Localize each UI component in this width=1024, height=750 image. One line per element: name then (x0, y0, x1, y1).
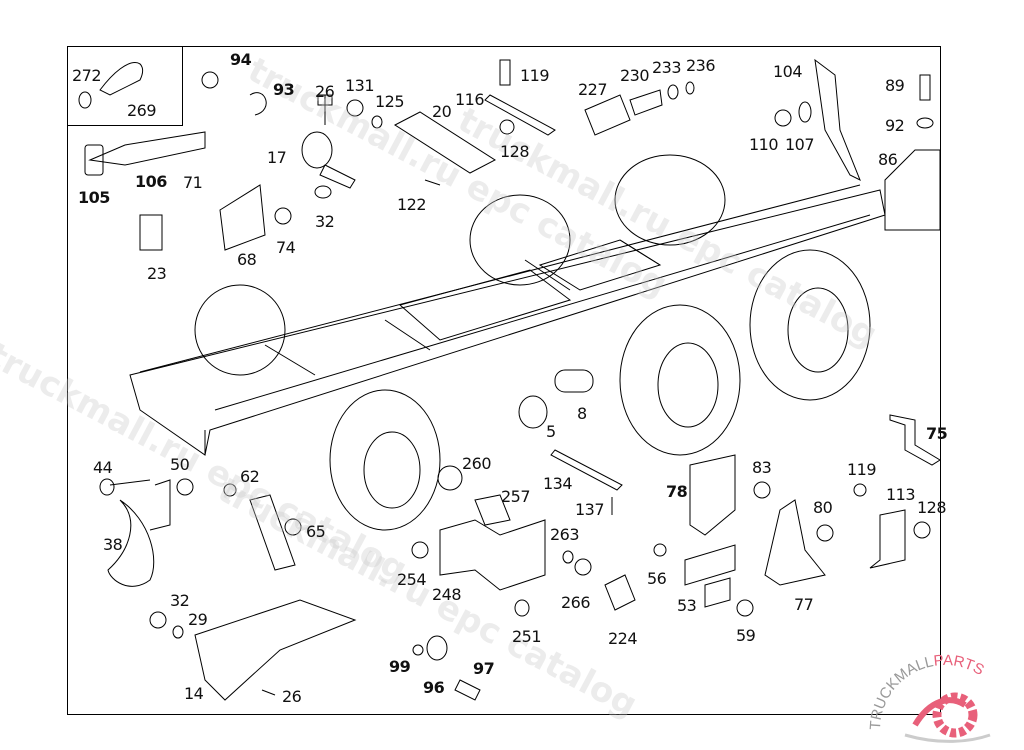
wheel-rear-far (614, 154, 726, 246)
part-label[interactable]: 106 (135, 172, 167, 191)
part-label[interactable]: 75 (926, 424, 948, 443)
inset-box (67, 46, 183, 126)
truckmall-parts-logo: TRUCKMALLPARTS (867, 652, 991, 743)
part-label[interactable]: 86 (878, 150, 898, 169)
part-label[interactable]: 44 (93, 458, 113, 477)
part-label[interactable]: 26 (315, 82, 335, 101)
wheel-front-near (329, 389, 441, 531)
part-label[interactable]: 125 (375, 92, 405, 111)
gear-icon (932, 692, 978, 738)
part-label[interactable]: 38 (103, 535, 123, 554)
part-label[interactable]: 83 (752, 458, 772, 477)
part-label[interactable]: 260 (462, 454, 492, 473)
part-label[interactable]: 137 (575, 500, 605, 519)
part-label[interactable]: 53 (677, 596, 697, 615)
part-label[interactable]: 251 (512, 627, 542, 646)
part-label[interactable]: 59 (736, 626, 756, 645)
part-label[interactable]: 71 (183, 173, 203, 192)
part-label[interactable]: 99 (389, 657, 411, 676)
part-label[interactable]: 104 (773, 62, 803, 81)
part-label[interactable]: 77 (794, 595, 814, 614)
part-label[interactable]: 128 (917, 498, 947, 517)
part-label[interactable]: 56 (647, 569, 667, 588)
part-label[interactable]: 94 (230, 50, 252, 69)
part-label[interactable]: 68 (237, 250, 257, 269)
part-label[interactable]: 5 (546, 422, 556, 441)
part-label[interactable]: 122 (397, 195, 427, 214)
part-label[interactable]: 97 (473, 659, 495, 678)
wheel-front-rear (194, 284, 286, 376)
part-label[interactable]: 78 (666, 482, 688, 501)
part-label[interactable]: 65 (306, 522, 326, 541)
part-label[interactable]: 17 (267, 148, 287, 167)
part-label[interactable]: 80 (813, 498, 833, 517)
part-label[interactable]: 257 (501, 487, 531, 506)
part-label[interactable]: 248 (432, 585, 462, 604)
part-label[interactable]: 74 (276, 238, 296, 257)
part-label[interactable]: 254 (397, 570, 427, 589)
part-label[interactable]: 263 (550, 525, 580, 544)
part-label[interactable]: 272 (72, 66, 102, 85)
part-label[interactable]: 32 (315, 212, 335, 231)
part-label[interactable]: 20 (432, 102, 452, 121)
part-label[interactable]: 32 (170, 591, 190, 610)
part-label[interactable]: 236 (686, 56, 716, 75)
wheel-rear-near (749, 249, 871, 401)
part-label[interactable]: 116 (455, 90, 485, 109)
part-label[interactable]: 29 (188, 610, 208, 629)
part-label[interactable]: 62 (240, 467, 260, 486)
part-label[interactable]: 23 (147, 264, 167, 283)
part-label[interactable]: 269 (127, 101, 157, 120)
part-label[interactable]: 96 (423, 678, 445, 697)
chassis-frame (129, 189, 886, 456)
part-label[interactable]: 128 (500, 142, 530, 161)
part-label[interactable]: 119 (847, 460, 877, 479)
diagram-frame (67, 46, 941, 715)
part-label[interactable]: 230 (620, 66, 650, 85)
wheel-mid-near (619, 304, 741, 456)
part-label[interactable]: 8 (577, 404, 587, 423)
part-label[interactable]: 110 (749, 135, 779, 154)
part-label[interactable]: 92 (885, 116, 905, 135)
part-label[interactable]: 131 (345, 76, 375, 95)
part-label[interactable]: 227 (578, 80, 608, 99)
part-label[interactable]: 93 (273, 80, 295, 99)
wheel-mid-far (469, 194, 571, 286)
part-label[interactable]: 266 (561, 593, 591, 612)
part-label[interactable]: 14 (184, 684, 204, 703)
part-label[interactable]: 89 (885, 76, 905, 95)
part-label[interactable]: 107 (785, 135, 815, 154)
part-label[interactable]: 50 (170, 455, 190, 474)
part-label[interactable]: 233 (652, 58, 682, 77)
part-label[interactable]: 113 (886, 485, 916, 504)
part-label[interactable]: 105 (78, 188, 110, 207)
part-label[interactable]: 134 (543, 474, 573, 493)
part-label[interactable]: 26 (282, 687, 302, 706)
part-label[interactable]: 224 (608, 629, 638, 648)
part-label[interactable]: 119 (520, 66, 550, 85)
